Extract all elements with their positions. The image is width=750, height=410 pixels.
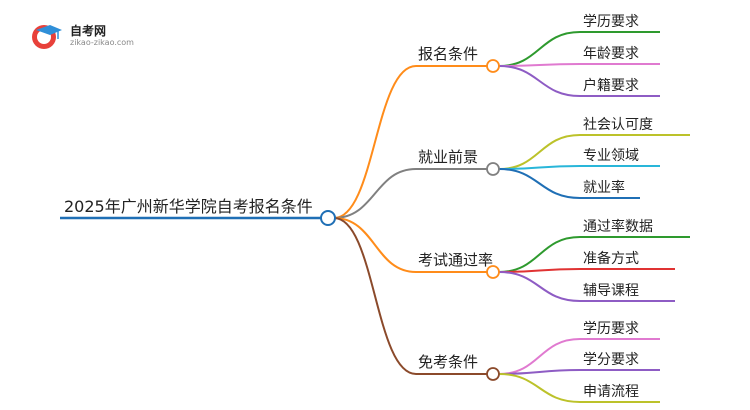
graduation-cap-icon bbox=[32, 25, 62, 49]
root-collapse-toggle[interactable] bbox=[320, 210, 336, 226]
branch-link bbox=[333, 217, 417, 375]
logo-url: zikao-zikao.com bbox=[70, 38, 134, 47]
child-topic[interactable]: 申请流程 bbox=[583, 384, 639, 400]
child-link bbox=[498, 134, 581, 170]
child-topic[interactable]: 年龄要求 bbox=[583, 46, 639, 62]
child-link bbox=[498, 338, 581, 375]
child-topic[interactable]: 辅导课程 bbox=[583, 283, 639, 299]
child-link bbox=[498, 168, 581, 199]
branch-link bbox=[333, 217, 417, 273]
child-link bbox=[498, 31, 581, 67]
branch-topic[interactable]: 报名条件 bbox=[418, 45, 478, 63]
child-link bbox=[498, 236, 581, 273]
branch-collapse-toggle[interactable] bbox=[486, 367, 500, 381]
branch-topic[interactable]: 免考条件 bbox=[418, 353, 478, 371]
child-link bbox=[498, 271, 581, 302]
child-topic[interactable]: 就业率 bbox=[583, 179, 625, 196]
branch-collapse-toggle[interactable] bbox=[486, 265, 500, 279]
branch-topic[interactable]: 就业前景 bbox=[418, 148, 478, 166]
child-link bbox=[498, 373, 581, 403]
child-topic[interactable]: 社会认可度 bbox=[583, 117, 653, 133]
root-topic[interactable]: 2025年广州新华学院自考报名条件 bbox=[64, 197, 313, 216]
child-topic[interactable]: 学历要求 bbox=[583, 321, 639, 337]
child-topic[interactable]: 学分要求 bbox=[583, 352, 639, 368]
child-topic[interactable]: 通过率数据 bbox=[583, 218, 653, 235]
logo-title: 自考网 bbox=[70, 24, 107, 38]
branch-link bbox=[333, 168, 417, 219]
child-topic[interactable]: 学历要求 bbox=[583, 14, 639, 30]
site-logo[interactable]: 自考网 zikao-zikao.com bbox=[28, 20, 138, 52]
child-topic[interactable]: 专业领域 bbox=[583, 148, 639, 164]
child-link bbox=[498, 65, 581, 97]
child-topic[interactable]: 户籍要求 bbox=[583, 77, 639, 94]
branch-link bbox=[333, 65, 417, 219]
branch-topic[interactable]: 考试通过率 bbox=[418, 251, 493, 269]
child-topic[interactable]: 准备方式 bbox=[583, 250, 639, 267]
branch-collapse-toggle[interactable] bbox=[486, 59, 500, 73]
branch-collapse-toggle[interactable] bbox=[486, 162, 500, 176]
